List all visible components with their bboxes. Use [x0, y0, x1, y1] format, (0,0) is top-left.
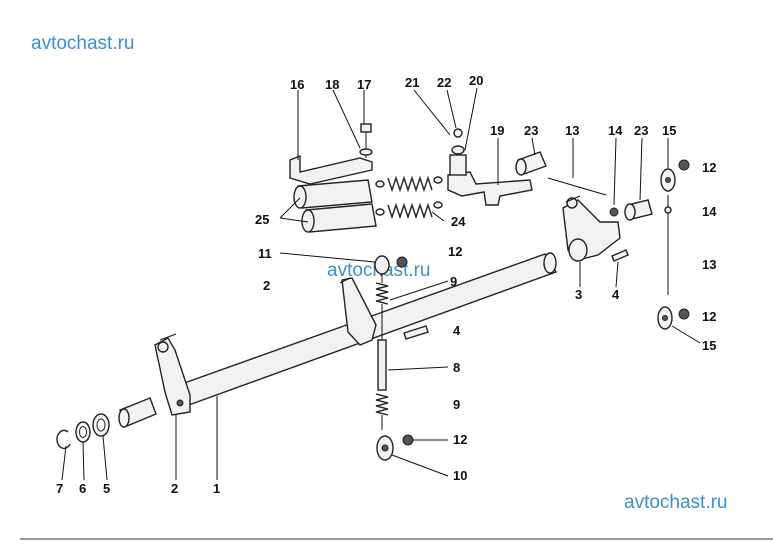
label-14-right: 14	[702, 204, 717, 219]
label-20: 20	[469, 73, 483, 88]
label-22: 22	[437, 75, 451, 90]
label-13-right: 13	[702, 257, 716, 272]
right-link-rod	[657, 159, 690, 330]
washer-5	[92, 413, 110, 437]
label-1: 1	[213, 481, 220, 496]
label-4-right: 4	[612, 287, 620, 302]
label-12-right-top: 12	[702, 160, 716, 175]
label-19: 19	[490, 123, 504, 138]
label-23-right: 23	[634, 123, 648, 138]
rubber-sleeve-upper	[293, 179, 373, 209]
label-23-left: 23	[524, 123, 538, 138]
label-21: 21	[405, 75, 419, 90]
label-8: 8	[453, 360, 460, 375]
label-7: 7	[56, 481, 63, 496]
label-5: 5	[103, 481, 110, 496]
label-15-top: 15	[662, 123, 676, 138]
washer-6	[75, 421, 91, 443]
label-12-bottom: 12	[453, 432, 467, 447]
watermark-bottom: avtochast.ru	[624, 492, 728, 513]
label-6: 6	[79, 481, 86, 496]
label-2-mid: 2	[263, 278, 270, 293]
pivot-23-right	[609, 199, 653, 221]
rubber-sleeve-lower	[301, 203, 377, 233]
label-9-bottom: 9	[453, 397, 460, 412]
right-lever	[562, 195, 621, 262]
label-2-bottom: 2	[171, 481, 178, 496]
label-4-mid: 4	[453, 323, 461, 338]
label-15-bottom: 15	[702, 338, 716, 353]
spring-24-upper	[375, 175, 443, 193]
label-17: 17	[357, 77, 371, 92]
label-9-top: 9	[450, 274, 457, 289]
label-12-mid-top: 12	[448, 244, 462, 259]
label-3: 3	[575, 287, 582, 302]
bell-crank	[447, 128, 533, 206]
left-lever	[154, 333, 191, 416]
middle-lever	[339, 277, 377, 346]
label-16: 16	[290, 77, 304, 92]
bracket-16	[289, 154, 373, 185]
spring-24-lower	[375, 201, 443, 220]
label-13-top: 13	[565, 123, 579, 138]
leader-lines	[61, 87, 701, 481]
pin-4-lower	[403, 325, 429, 340]
label-24: 24	[451, 214, 466, 229]
label-14-top: 14	[608, 123, 623, 138]
label-12-right-bottom: 12	[702, 309, 716, 324]
pin-4-upper	[611, 249, 629, 262]
upper-rod	[547, 177, 607, 196]
label-10: 10	[453, 468, 467, 483]
label-18: 18	[325, 77, 339, 92]
circlip-7	[56, 429, 71, 450]
bolt-17	[359, 123, 373, 158]
watermark-top: avtochast.ru	[31, 33, 135, 54]
label-25: 25	[255, 212, 269, 227]
center-rod-assembly	[374, 255, 414, 461]
bushing	[118, 397, 157, 428]
label-11: 11	[258, 246, 272, 261]
pivot-23-left	[515, 151, 547, 176]
